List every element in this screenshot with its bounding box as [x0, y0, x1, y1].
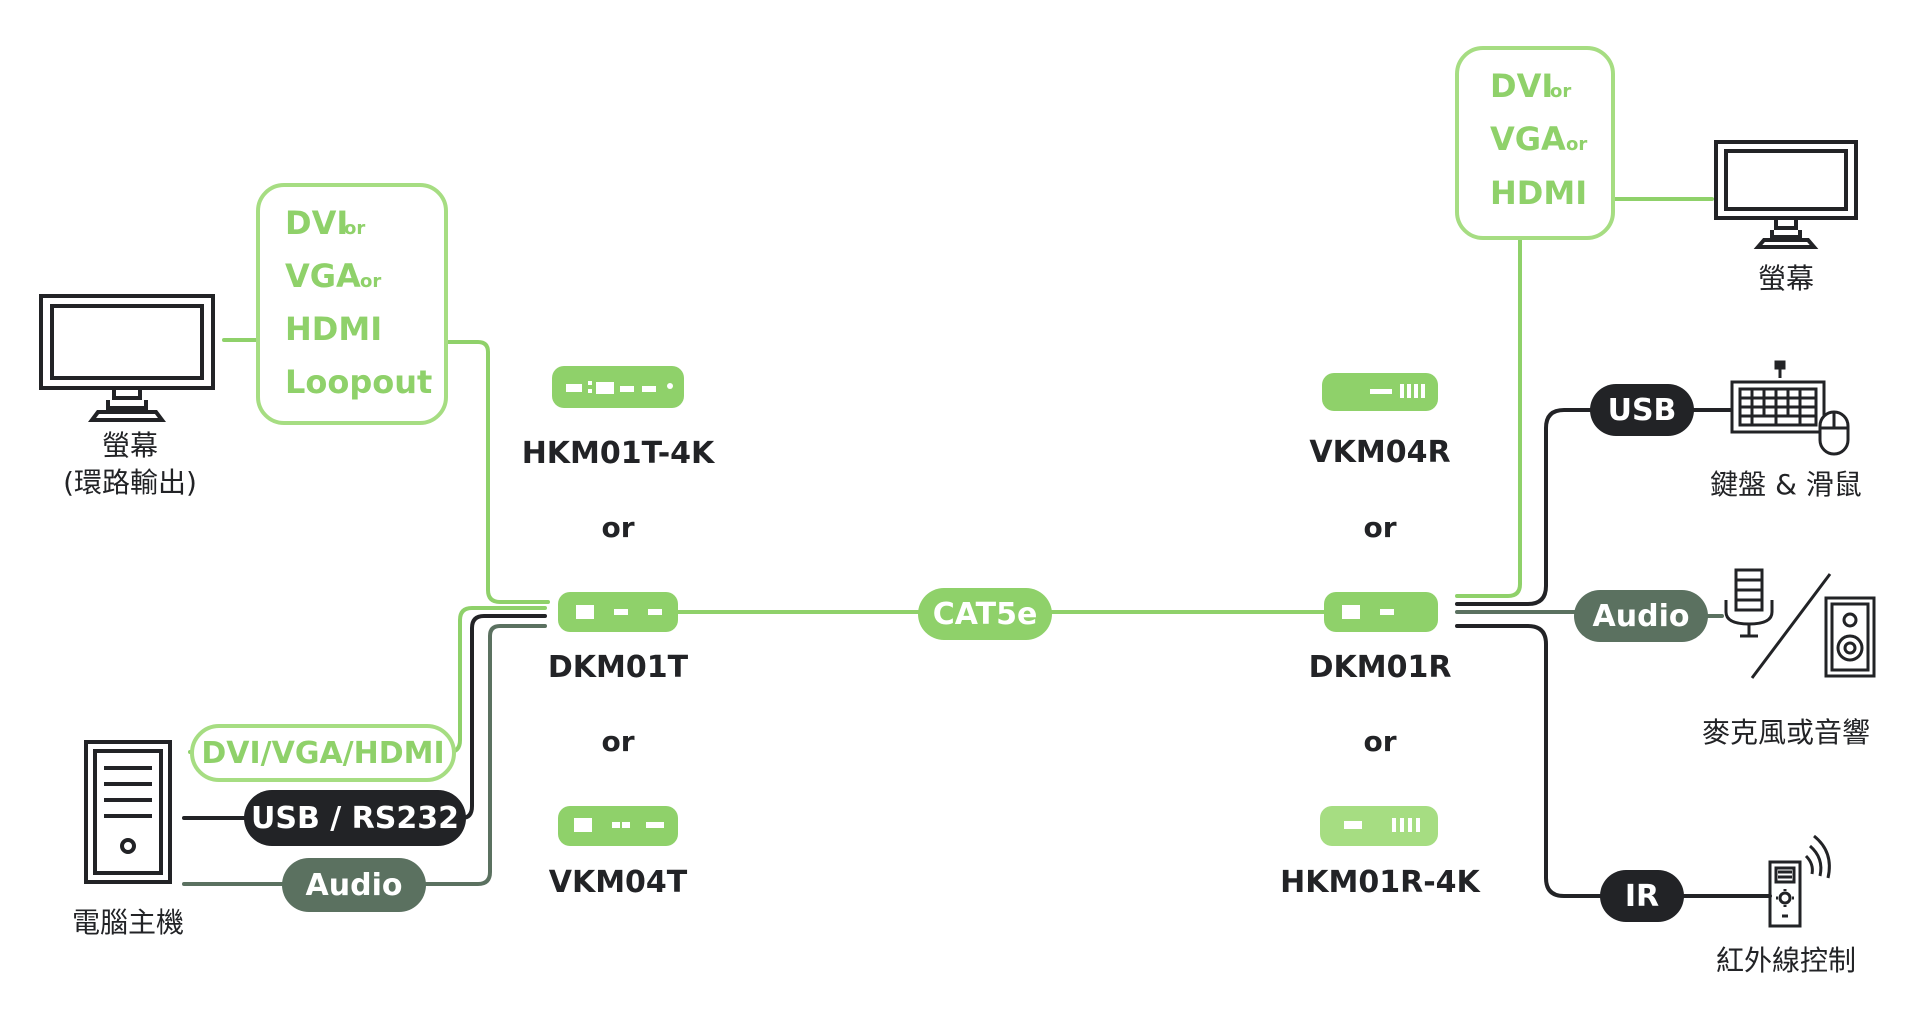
- label-rx-or-2: or: [1363, 725, 1396, 758]
- right-video-box-text: DVI or VGA or HDMI: [1490, 67, 1587, 212]
- loopout-hdmi: HDMI: [285, 310, 382, 348]
- pill-usb-label: USB / RS232: [251, 801, 459, 836]
- pc-tower-icon: [84, 740, 172, 884]
- device-vkm04t: [558, 806, 678, 846]
- left-monitor-sublabel: (環路輸出): [63, 466, 197, 499]
- keyboard-mouse-label: 鍵盤 & 滑鼠: [1710, 468, 1862, 501]
- right-video-box: [1455, 46, 1615, 240]
- pill-audio-label: Audio: [306, 868, 403, 903]
- label-tx-or-2: or: [601, 725, 634, 758]
- left-monitor-icon: [39, 294, 215, 422]
- loopout-box: [256, 183, 448, 425]
- right-monitor-icon: [1714, 140, 1858, 249]
- label-dkm01r: DKM01R: [1309, 650, 1452, 685]
- device-vkm04r: [1322, 373, 1438, 411]
- loopout-dvi: DVI: [285, 204, 348, 242]
- pill-right-ir-label: IR: [1625, 879, 1659, 914]
- pill-right-audio-label: Audio: [1593, 599, 1690, 634]
- line-pc-video-to-transmitter: [447, 606, 547, 754]
- ir-control-label: 紅外線控制: [1716, 944, 1856, 977]
- line-receiver-ir: [1455, 624, 1604, 898]
- connection-lines: [182, 197, 1772, 898]
- line-receiver-usb: [1455, 408, 1594, 606]
- pill-video-label: DVI/VGA/HDMI: [201, 736, 444, 771]
- device-dkm01r: [1324, 592, 1438, 632]
- pc-label: 電腦主機: [72, 906, 184, 939]
- label-hkm01r-4k: HKM01R-4K: [1280, 865, 1481, 900]
- loopout-loopout: Loopout: [285, 363, 432, 401]
- audio-slash-divider: [1750, 573, 1832, 679]
- pill-right-ir: [1600, 870, 1684, 922]
- loopout-vga: VGA: [285, 257, 361, 295]
- remote-control-icon: [1768, 834, 1831, 928]
- pill-usb: [244, 790, 466, 846]
- left-monitor-label: 螢幕: [102, 429, 158, 462]
- speaker-icon: [1824, 596, 1876, 678]
- pill-right-usb-label: USB: [1608, 393, 1677, 428]
- pill-cat5e: [918, 588, 1052, 640]
- loopout-or-2: or: [360, 271, 381, 292]
- keyboard-mouse-icon: [1730, 360, 1850, 456]
- label-rx-or-1: or: [1363, 511, 1396, 544]
- line-loopout-to-transmitter: [446, 340, 550, 604]
- audio-device-label: 麥克風或音響: [1702, 716, 1870, 749]
- pill-right-usb: [1590, 384, 1694, 436]
- loopout-or-1: or: [344, 218, 365, 239]
- pill-right-audio: [1574, 590, 1708, 642]
- microphone-icon: [1724, 568, 1774, 638]
- device-hkm01r-4k: [1320, 806, 1438, 846]
- right-video-dvi: DVI: [1490, 67, 1553, 105]
- label-vkm04r: VKM04R: [1309, 435, 1450, 470]
- loopout-box-text: DVI or VGA or HDMI Loopout: [285, 204, 432, 401]
- line-pc-audio-to-transmitter: [422, 624, 547, 886]
- pill-cat5e-label: CAT5e: [933, 597, 1038, 632]
- label-vkm04t: VKM04T: [549, 865, 688, 900]
- right-video-or-1: or: [1550, 81, 1571, 102]
- device-hkm01t-4k: [552, 366, 684, 408]
- label-hkm01t-4k: HKM01T-4K: [522, 436, 716, 471]
- label-dkm01t: DKM01T: [548, 650, 689, 685]
- line-receiver-video: [1455, 238, 1522, 598]
- line-pc-usb-to-transmitter: [460, 614, 547, 820]
- pill-audio: [282, 858, 426, 912]
- right-video-hdmi: HDMI: [1490, 174, 1587, 212]
- right-video-vga: VGA: [1490, 120, 1566, 158]
- pill-video: [190, 724, 456, 782]
- right-video-or-2: or: [1566, 134, 1587, 155]
- right-monitor-label: 螢幕: [1758, 262, 1814, 295]
- device-dkm01t: [558, 592, 678, 632]
- label-tx-or-1: or: [601, 511, 634, 544]
